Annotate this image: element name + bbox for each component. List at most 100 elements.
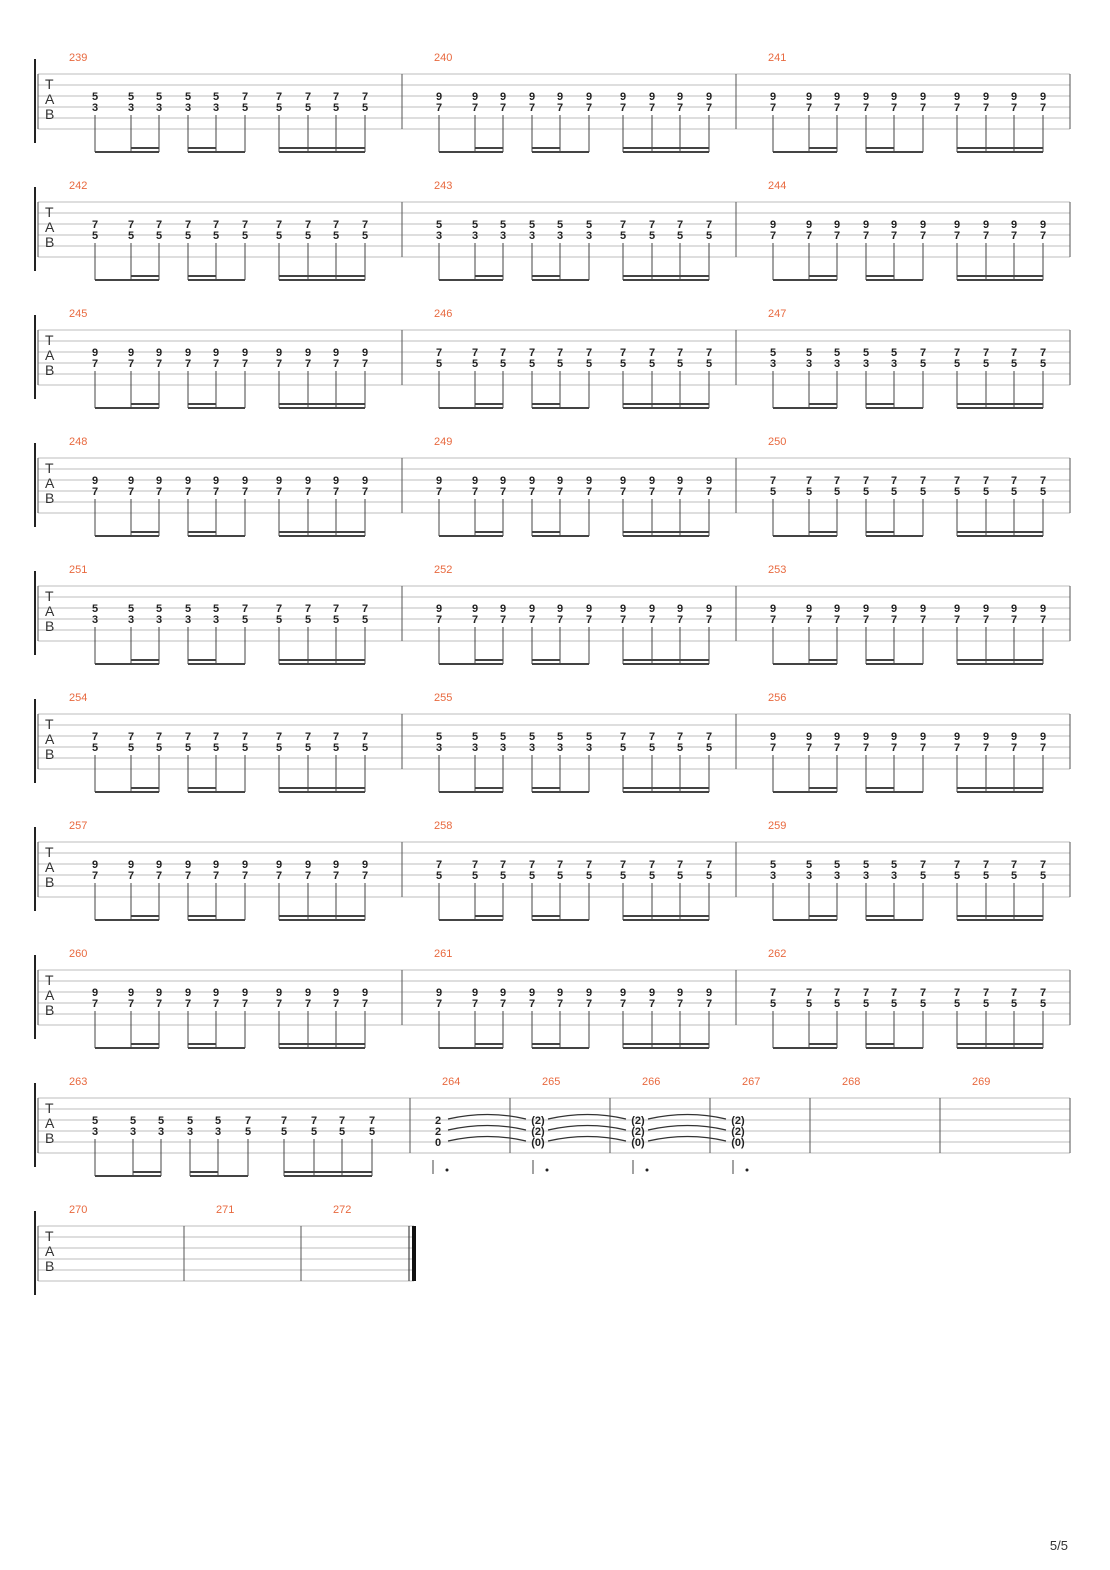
fret-number: 9 xyxy=(806,91,812,103)
fret-number: 9 xyxy=(863,731,869,743)
fret-number: 7 xyxy=(156,358,162,370)
fret-number: 5 xyxy=(333,102,339,114)
fret-number: 5 xyxy=(834,998,840,1010)
fret-number: 3 xyxy=(770,358,776,370)
fret-number: 5 xyxy=(242,230,248,242)
fret-number: 7 xyxy=(436,102,442,114)
tab-clef-letter: A xyxy=(45,1243,55,1259)
tab-clef-letter: A xyxy=(45,219,55,235)
duration-dot xyxy=(645,1168,649,1172)
fret-number: 5 xyxy=(983,998,989,1010)
fret-number: 9 xyxy=(305,859,311,871)
fret-number: 7 xyxy=(677,859,683,871)
fret-number: 5 xyxy=(557,358,563,370)
fret-number: 7 xyxy=(954,102,960,114)
fret-number: 9 xyxy=(472,603,478,615)
fret-number: 7 xyxy=(436,347,442,359)
fret-number: 5 xyxy=(1011,870,1017,882)
fret-number: 9 xyxy=(362,987,368,999)
fret-number: 3 xyxy=(863,870,869,882)
tab-clef-letter: B xyxy=(45,618,54,634)
fret-number: 5 xyxy=(529,731,535,743)
fret-number: 7 xyxy=(954,475,960,487)
fret-number: 7 xyxy=(1011,475,1017,487)
fret-number: 5 xyxy=(185,91,191,103)
fret-number: 7 xyxy=(472,614,478,626)
fret-number: 3 xyxy=(215,1126,221,1138)
fret-number: 5 xyxy=(954,870,960,882)
fret-number: 5 xyxy=(92,742,98,754)
fret-number: 7 xyxy=(620,219,626,231)
fret-number: 7 xyxy=(529,102,535,114)
fret-number: 7 xyxy=(92,998,98,1010)
fret-number: 9 xyxy=(586,603,592,615)
fret-number: 9 xyxy=(333,987,339,999)
fret-number: 7 xyxy=(281,1115,287,1127)
fret-number: 9 xyxy=(185,859,191,871)
fret-number: 7 xyxy=(863,742,869,754)
fret-number: 9 xyxy=(529,987,535,999)
tab-clef-letter: A xyxy=(45,603,55,619)
fret-number: 7 xyxy=(706,347,712,359)
fret-number: 7 xyxy=(529,998,535,1010)
fret-number: 5 xyxy=(500,219,506,231)
staff-system: TAB2427575757575757575757524353535353535… xyxy=(34,180,1071,281)
fret-number: 7 xyxy=(185,870,191,882)
fret-number: 7 xyxy=(649,219,655,231)
tie xyxy=(647,1135,727,1142)
fret-number: 9 xyxy=(128,987,134,999)
fret-number: 5 xyxy=(834,859,840,871)
fret-number: 9 xyxy=(305,347,311,359)
fret-number: 5 xyxy=(806,486,812,498)
fret-number: 9 xyxy=(185,987,191,999)
fret-number: 9 xyxy=(706,475,712,487)
fret-number: 9 xyxy=(677,475,683,487)
fret-number: 5 xyxy=(677,870,683,882)
duration-dot xyxy=(445,1168,449,1172)
fret-number: 5 xyxy=(920,998,926,1010)
tab-clef-letter: T xyxy=(45,1228,54,1244)
fret-number: 3 xyxy=(557,742,563,754)
fret-number: 7 xyxy=(920,614,926,626)
fret-number: 7 xyxy=(529,859,535,871)
fret-number: 3 xyxy=(436,742,442,754)
fret-number: 3 xyxy=(436,230,442,242)
fret-number: 7 xyxy=(362,358,368,370)
fret-number: 5 xyxy=(863,347,869,359)
fret-number: 5 xyxy=(891,347,897,359)
fret-number: 5 xyxy=(158,1115,164,1127)
fret-number: 9 xyxy=(1011,731,1017,743)
fret-number: 5 xyxy=(156,742,162,754)
fret-number: 5 xyxy=(472,219,478,231)
fret-number: 9 xyxy=(305,987,311,999)
fret-number: 9 xyxy=(920,219,926,231)
fret-number: 7 xyxy=(500,347,506,359)
fret-number: 7 xyxy=(891,987,897,999)
fret-number: 9 xyxy=(529,475,535,487)
fret-number: 9 xyxy=(1040,603,1046,615)
fret-number: 5 xyxy=(586,870,592,882)
fret-number: 9 xyxy=(863,219,869,231)
fret-number: 5 xyxy=(362,742,368,754)
fret-number: 7 xyxy=(806,987,812,999)
fret-number: 7 xyxy=(362,91,368,103)
measure-number: 249 xyxy=(434,436,452,448)
fret-number: 3 xyxy=(92,102,98,114)
fret-number: 5 xyxy=(281,1126,287,1138)
fret-number: 9 xyxy=(586,91,592,103)
fret-number: 5 xyxy=(620,230,626,242)
fret-number: 7 xyxy=(500,998,506,1010)
fret-number: 9 xyxy=(436,91,442,103)
fret-number: 7 xyxy=(242,603,248,615)
fret-number: 7 xyxy=(128,358,134,370)
measure-number: 272 xyxy=(333,1204,351,1216)
fret-number: 9 xyxy=(557,475,563,487)
measure-number: 268 xyxy=(842,1076,860,1088)
fret-number: 9 xyxy=(920,603,926,615)
fret-number: 3 xyxy=(213,102,219,114)
fret-number: 9 xyxy=(185,475,191,487)
fret-number: 9 xyxy=(92,859,98,871)
system-bracket xyxy=(34,315,36,399)
measure-number: 258 xyxy=(434,820,452,832)
fret-number: 7 xyxy=(529,486,535,498)
